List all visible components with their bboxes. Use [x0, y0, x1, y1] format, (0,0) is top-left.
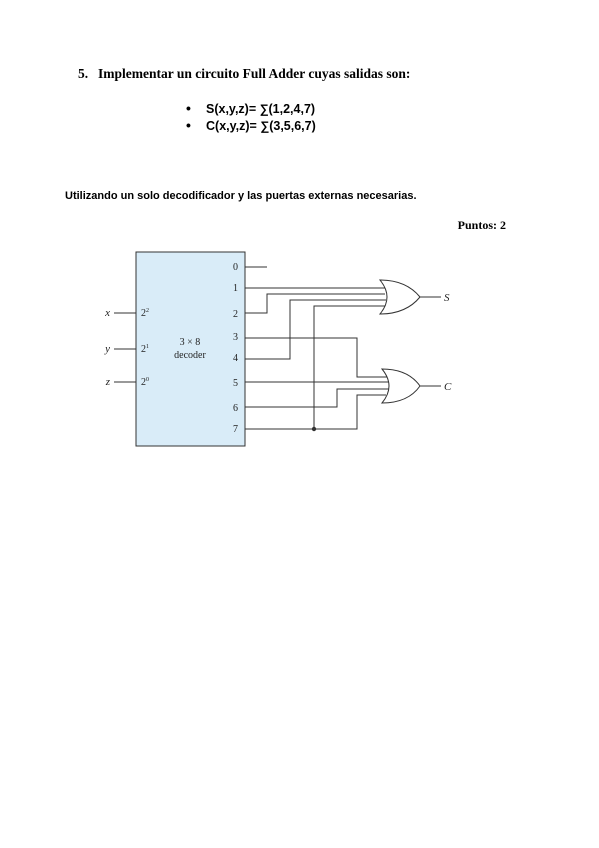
- question-title: 5. Implementar un circuito Full Adder cuy…: [78, 66, 410, 82]
- wire-out-3: [245, 337, 390, 378]
- weight-base: 2: [141, 308, 146, 319]
- decoder-box: [135, 251, 246, 447]
- output-number-3: 3: [233, 332, 238, 343]
- carry-output-label: C: [444, 381, 452, 393]
- weight-base: 2: [141, 377, 146, 388]
- bullet: •: [186, 100, 191, 116]
- output-number-1: 1: [233, 283, 238, 294]
- or-gate-carry: [380, 368, 421, 404]
- input-var-y: y: [104, 343, 110, 355]
- decoder-label-name: decoder: [174, 350, 206, 361]
- points-label: Puntos: 2: [457, 218, 506, 232]
- sum-output-label: S: [444, 292, 450, 304]
- weight-base: 2: [141, 344, 146, 355]
- output-number-5: 5: [233, 378, 238, 389]
- decoder-output-wires: [245, 266, 441, 430]
- wire-out-6: [245, 388, 390, 408]
- question-number: 5.: [78, 66, 89, 81]
- weight-exp: 2: [146, 308, 149, 314]
- input-var-z: z: [105, 376, 111, 388]
- question-text: Implementar un circuito Full Adder cuyas…: [98, 66, 411, 81]
- function-c-text: C(x,y,z)= ∑(3,5,6,7): [206, 119, 316, 133]
- output-number-0: 0: [233, 262, 238, 273]
- input-var-x: x: [104, 307, 110, 319]
- function-s-text: S(x,y,z)= ∑(1,2,4,7): [206, 102, 316, 116]
- junction-dot: [311, 426, 317, 432]
- input-weight-x: 22: [141, 308, 149, 319]
- wire-out-2: [245, 293, 385, 314]
- input-z: z 20: [105, 376, 149, 388]
- wire-out-4: [245, 299, 386, 360]
- wire-out-7: [245, 394, 386, 430]
- output-number-2: 2: [233, 309, 238, 320]
- input-weight-z: 20: [141, 377, 149, 388]
- function-list: • S(x,y,z)= ∑(1,2,4,7) • C(x,y,z)= ∑(3,5,6…: [186, 100, 316, 134]
- instruction-text: Utilizando un solo decodificador y las p…: [65, 190, 417, 202]
- input-y: y 21: [104, 343, 149, 355]
- output-number-4: 4: [233, 353, 238, 364]
- weight-exp: 1: [146, 344, 149, 350]
- input-weight-y: 21: [141, 344, 149, 355]
- function-s: • S(x,y,z)= ∑(1,2,4,7): [186, 100, 316, 117]
- decoder-label-size: 3 × 8: [180, 337, 201, 348]
- output-number-7: 7: [233, 424, 238, 435]
- wire-out-7-branch: [313, 305, 385, 429]
- weight-exp: 0: [146, 377, 149, 383]
- function-c: • C(x,y,z)= ∑(3,5,6,7): [186, 117, 316, 134]
- output-number-6: 6: [233, 403, 238, 414]
- or-gate-sum: [378, 279, 421, 315]
- input-x: x 22: [104, 307, 149, 319]
- bullet: •: [186, 117, 191, 133]
